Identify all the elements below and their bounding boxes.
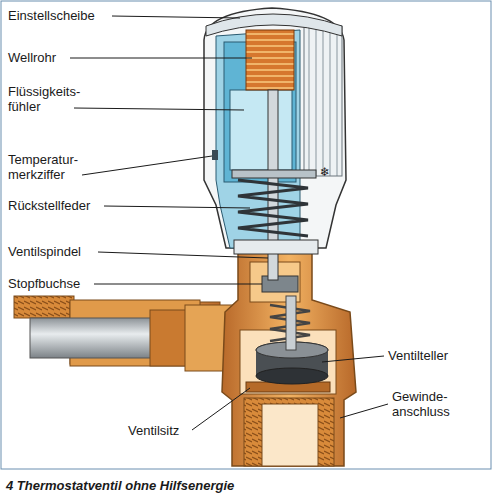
part-label: Rückstellfeder <box>8 198 90 213</box>
leader-lines <box>70 16 388 430</box>
part-label: Einstellscheibe <box>8 8 95 23</box>
part-label: Flüssigkeits- fühler <box>8 84 96 114</box>
part-label: Ventilteller <box>388 348 448 363</box>
part-label: Ventilsitz <box>128 423 179 438</box>
part-label: Gewinde- anschluss <box>392 389 474 419</box>
snowflake-symbol: ❄ <box>320 165 330 179</box>
part-label: Wellrohr <box>8 50 56 65</box>
figure-caption: 4 Thermostatventil ohne Hilfsenergie <box>6 478 234 493</box>
part-label: Stopfbuchse <box>8 276 80 291</box>
pipe-connection <box>14 296 235 371</box>
part-label: Temperatur- merkziffer <box>8 152 96 182</box>
part-label: Ventilspindel <box>8 244 81 259</box>
valve-body <box>222 250 356 466</box>
thermostat-head: ❄ <box>204 8 346 280</box>
